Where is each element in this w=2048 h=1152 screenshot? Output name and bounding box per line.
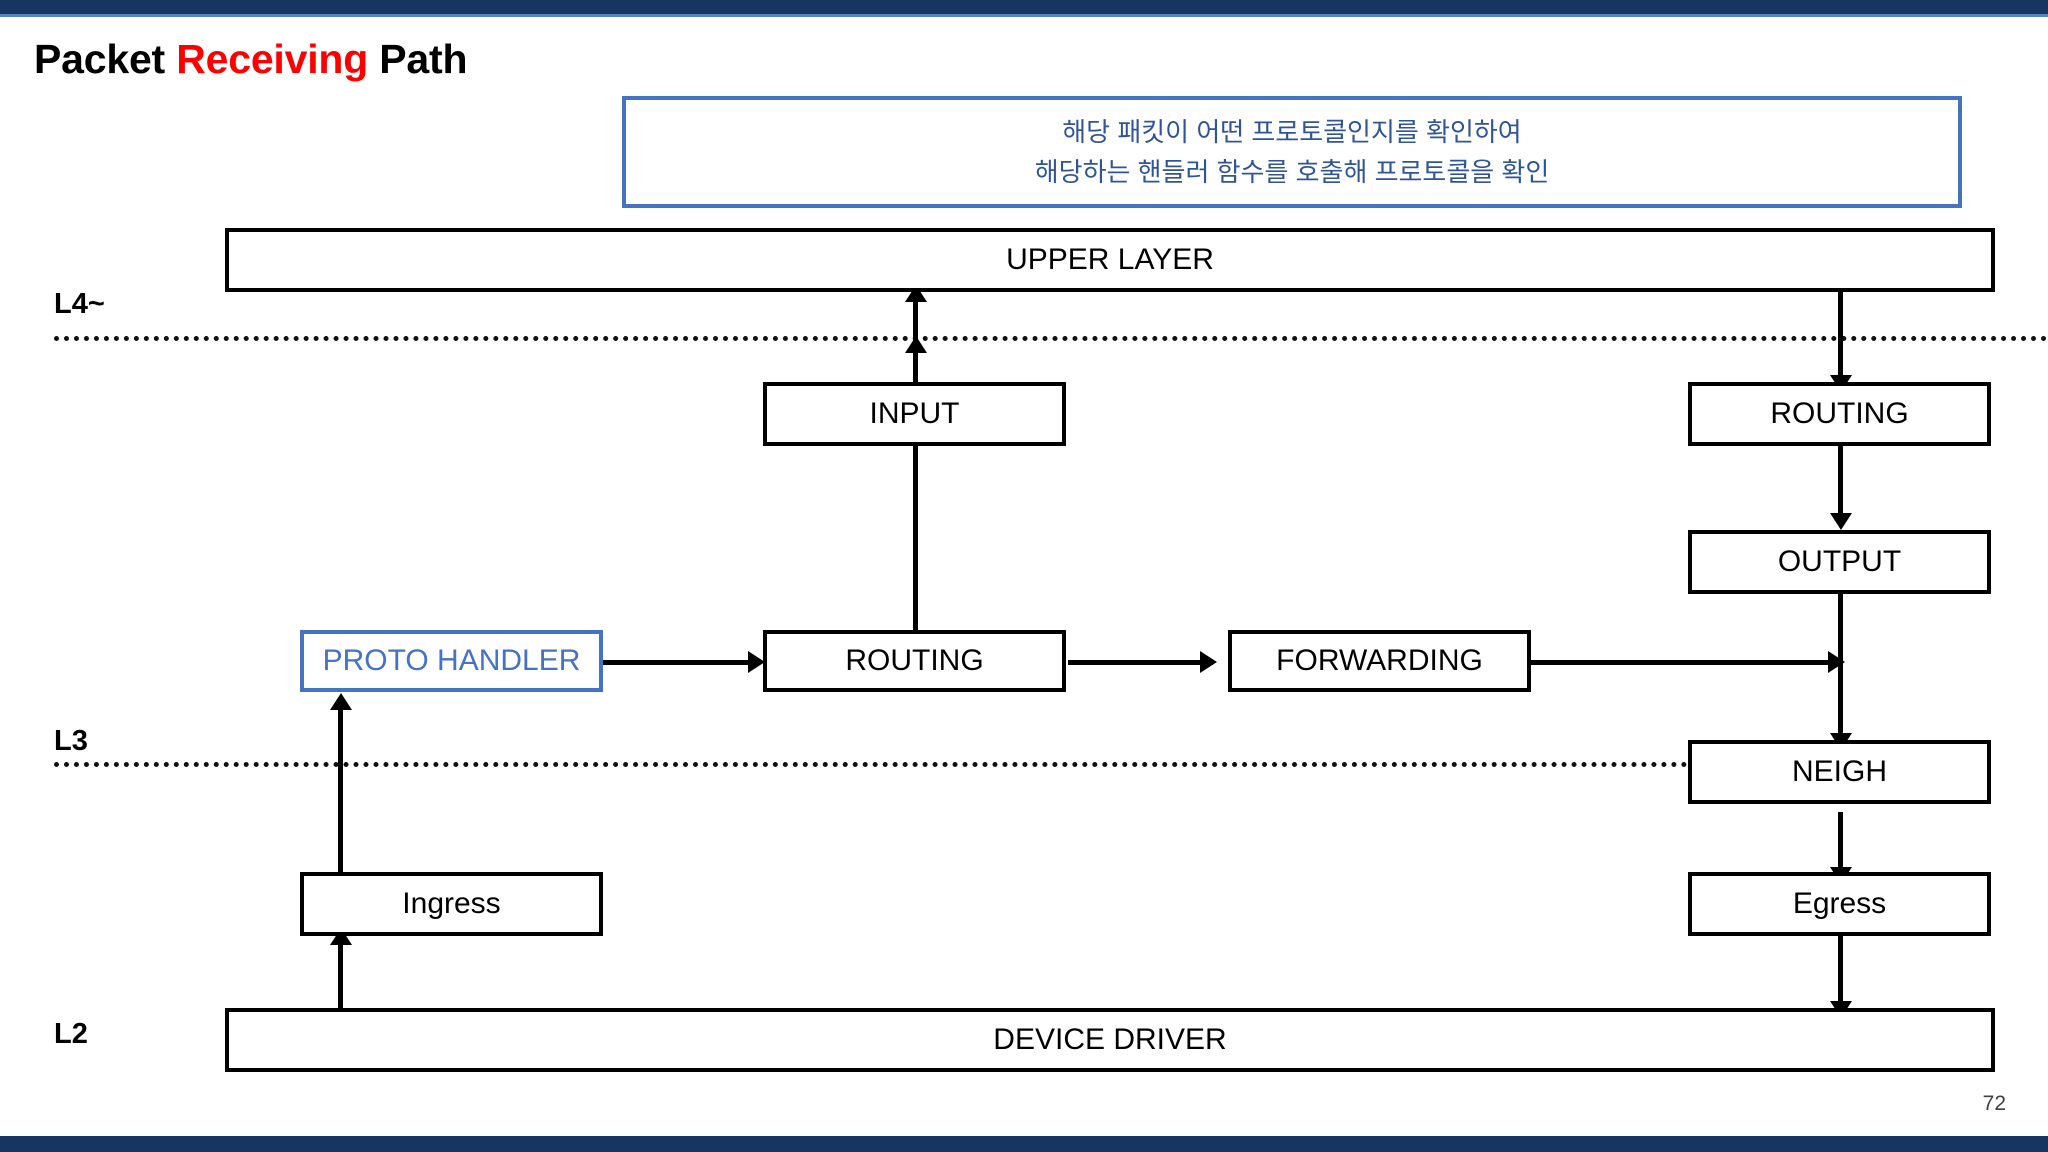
diagram-box-ingress[interactable]: Ingress [300, 872, 603, 936]
connector-routing-right-to-output [1838, 434, 1843, 524]
diagram-box-routing-mid[interactable]: ROUTING [763, 630, 1066, 692]
diagram-box-input[interactable]: INPUT [763, 382, 1066, 446]
layer-divider-l3 [54, 762, 1688, 767]
diagram-box-routing-right[interactable]: ROUTING [1688, 382, 1991, 446]
connector-forwarding-to-trunk [1508, 660, 1843, 665]
diagram-box-proto-handler[interactable]: PROTO HANDLER [300, 630, 603, 692]
arrowhead-proto-handler-to-routing [748, 651, 765, 673]
layer-label-l3: L3 [54, 725, 88, 757]
diagram-box-neigh[interactable]: NEIGH [1688, 740, 1991, 804]
connector-upper-layer-to-routing-right [1838, 290, 1843, 386]
arrowhead-ingress-to-proto-handler [330, 693, 352, 710]
diagram-box-device-driver[interactable]: DEVICE DRIVER [225, 1008, 1995, 1072]
connector-input-to-upper-layer [913, 292, 918, 396]
connector-egress-to-device-driver [1838, 932, 1843, 1012]
diagram-box-egress[interactable]: Egress [1688, 872, 1991, 936]
page-title-part2: Path [368, 36, 468, 82]
slide-top-bar [0, 0, 2048, 14]
connector-output-to-neigh [1838, 570, 1843, 744]
layer-label-l4: L4~ [54, 288, 105, 320]
page-number: 72 [1982, 1092, 2006, 1115]
connector-routing-to-input [913, 343, 918, 633]
connector-proto-handler-to-routing [452, 660, 757, 665]
connector-ingress-to-proto-handler [338, 700, 343, 872]
layer-divider-l4 [54, 336, 2048, 341]
page-title-part1: Packet [34, 36, 177, 82]
connector-routing-to-forwarding [1068, 660, 1213, 665]
callout-line-1: 해당 패킷이 어떤 프로토콜인지를 확인하여 [1062, 116, 1522, 147]
callout-note: 해당 패킷이 어떤 프로토콜인지를 확인하여 해당하는 핸들러 함수를 호출해 … [622, 96, 1962, 208]
diagram-box-upper-layer[interactable]: UPPER LAYER [225, 228, 1995, 292]
connector-neigh-to-egress [1838, 812, 1843, 878]
diagram-box-output[interactable]: OUTPUT [1688, 530, 1991, 594]
arrowhead-routing-right-to-output [1830, 513, 1852, 530]
page-title: Packet Receiving Path [34, 36, 468, 83]
arrowhead-routing-to-forwarding [1200, 651, 1217, 673]
slide-bottom-bar [0, 1136, 2048, 1152]
callout-line-2: 해당하는 핸들러 함수를 호출해 프로토콜을 확인 [1034, 157, 1550, 187]
diagram-box-forwarding[interactable]: FORWARDING [1228, 630, 1531, 692]
connector-device-driver-to-ingress [338, 935, 343, 1019]
page-title-highlight: Receiving [176, 36, 369, 82]
slide-top-accent-line [0, 14, 2048, 17]
layer-label-l2: L2 [54, 1018, 88, 1050]
